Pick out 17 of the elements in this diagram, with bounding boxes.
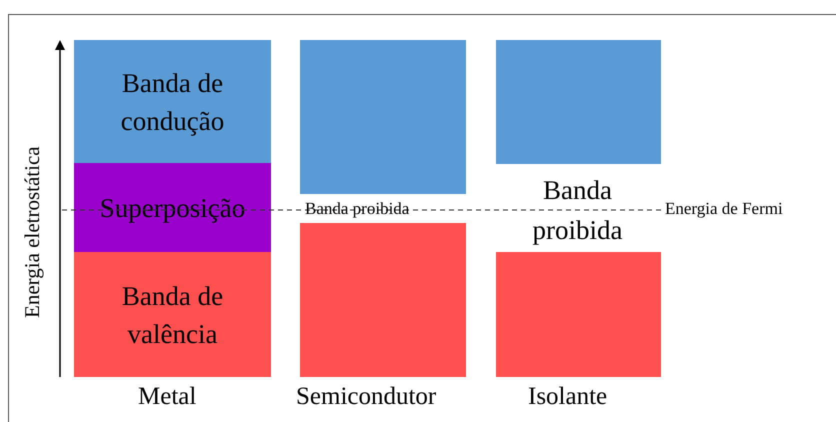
overlap-band — [74, 163, 271, 252]
column-label: Metal — [138, 383, 196, 411]
band-label: Banda de valência — [120, 280, 224, 350]
valence-band — [496, 252, 661, 377]
band-label: Superposição — [98, 192, 246, 225]
gap-label: Banda proibida — [532, 174, 624, 247]
gap-label: Banda proibida — [305, 199, 410, 219]
axis-label: Energia eletrostática — [20, 146, 45, 318]
fermi-level-label: Energia de Fermi — [665, 199, 783, 219]
conduction-band — [300, 40, 466, 194]
conduction-band — [496, 40, 661, 164]
band-label: Banda de condução — [120, 66, 226, 138]
column-label: Semicondutor — [296, 383, 436, 411]
valence-band — [74, 252, 271, 377]
conduction-band — [74, 40, 271, 163]
valence-band — [300, 223, 466, 377]
column-label: Isolante — [528, 383, 608, 411]
